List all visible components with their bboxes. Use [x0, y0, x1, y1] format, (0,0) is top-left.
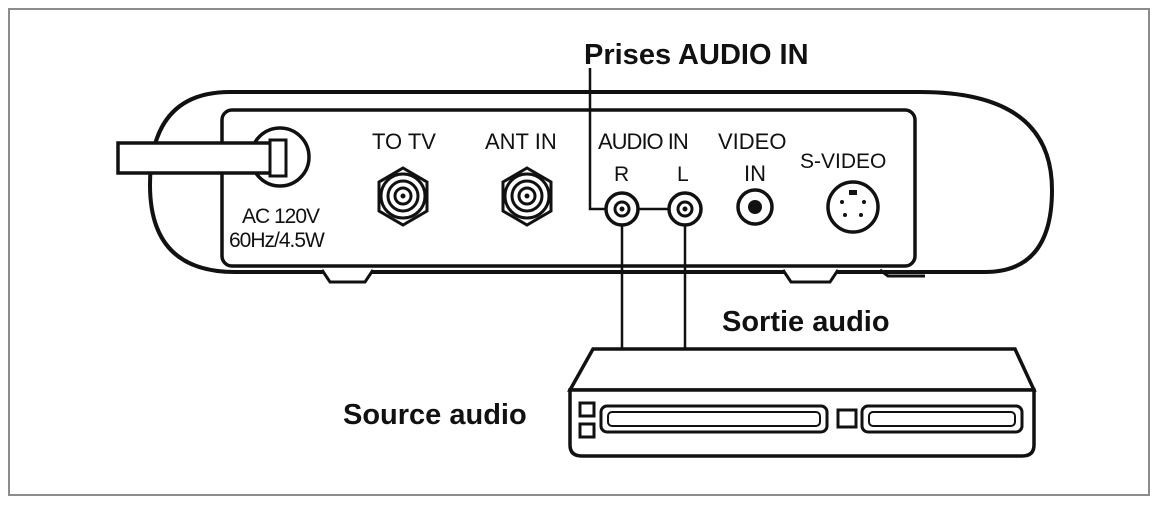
video-in-jack: [736, 188, 774, 226]
device-foot: [879, 268, 925, 278]
video-in-label-line1: VIDEO: [718, 129, 786, 154]
audio-in-label: AUDIO IN: [598, 129, 688, 154]
power-rating-line1: AC 120V: [242, 205, 320, 228]
audio-r-label: R: [614, 163, 629, 186]
video-in-label-line2: IN: [744, 161, 766, 186]
s-video-label: S-VIDEO: [800, 150, 886, 173]
ant-in-connector: [501, 166, 553, 227]
audio-l-jack: [667, 191, 703, 227]
device-foot: [781, 269, 840, 284]
rear-panel: [220, 108, 917, 268]
device-foot: [320, 269, 375, 284]
power-cord: [116, 141, 280, 175]
audio-source-device: [567, 347, 1037, 458]
power-plug: [268, 138, 288, 178]
ant-in-label: ANT IN: [485, 129, 557, 154]
audio-source-callout: Source audio: [343, 399, 527, 431]
audio-output-callout: Sortie audio: [722, 306, 890, 338]
audio-r-jack: [604, 191, 640, 227]
audio-in-leader: [588, 68, 668, 211]
s-video-jack: [826, 180, 880, 234]
audio-in-callout: Prises AUDIO IN: [584, 39, 809, 71]
power-rating-line2: 60Hz/4.5W: [229, 229, 325, 252]
to-tv-connector: [377, 166, 429, 227]
audio-l-label: L: [677, 163, 689, 186]
to-tv-label: TO TV: [372, 129, 436, 154]
